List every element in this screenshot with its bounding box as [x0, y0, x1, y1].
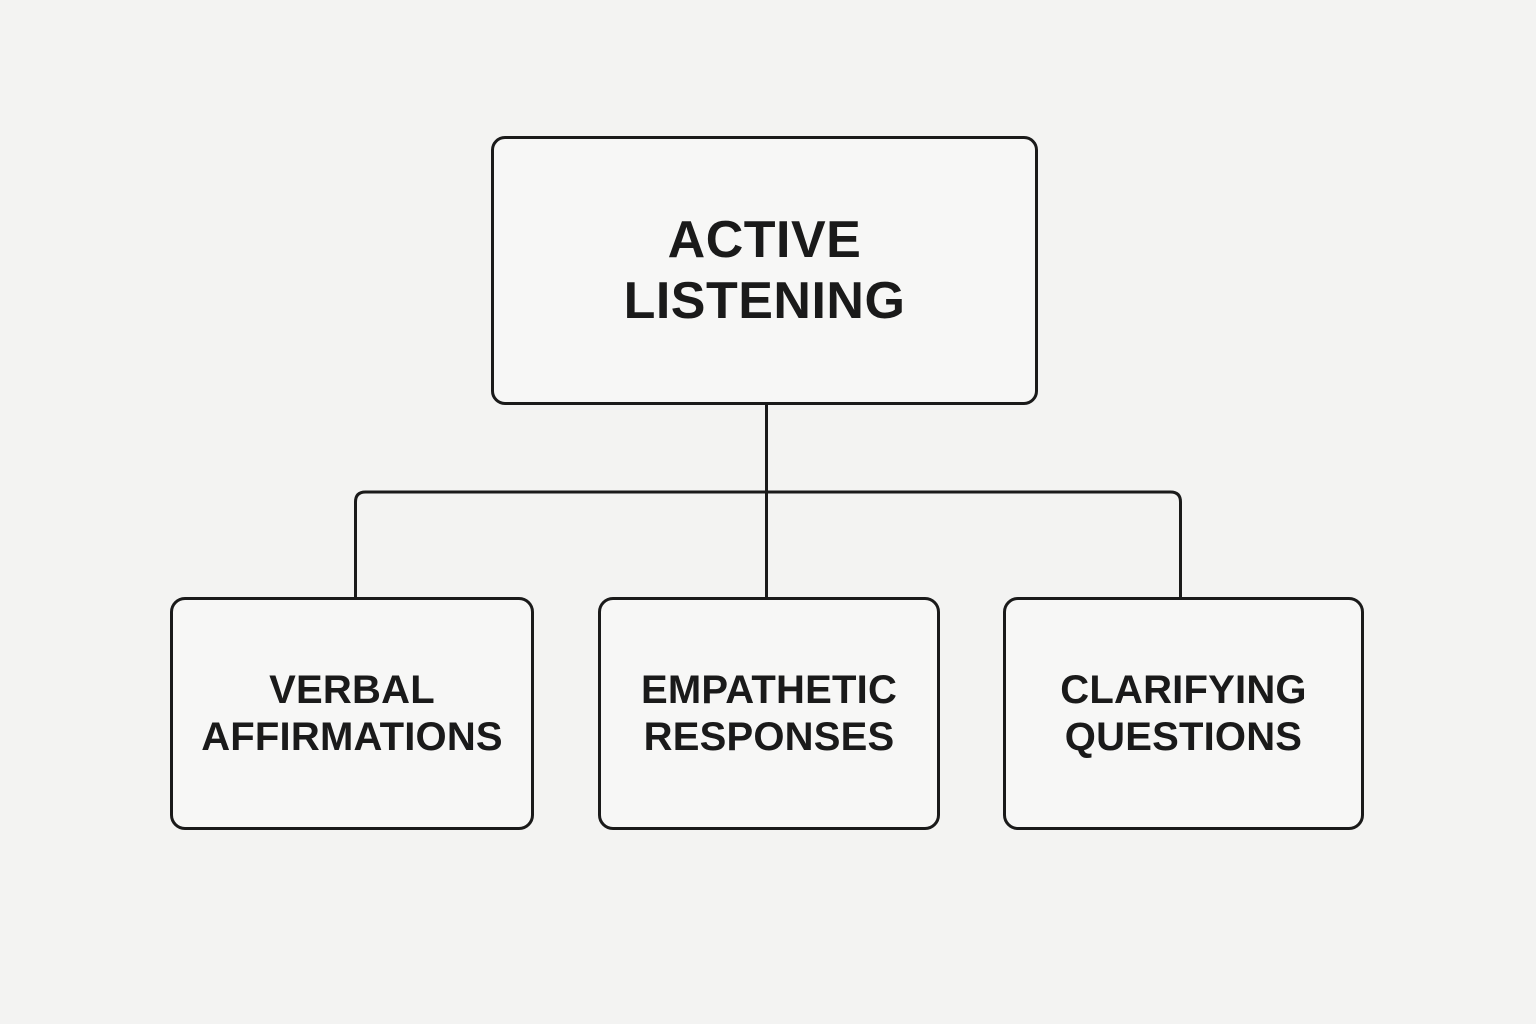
node-label-empathetic-responses: EMPATHETIC RESPONSES — [640, 668, 898, 759]
connector-root-to-left — [354, 490, 767, 597]
node-label-verbal-affirmations: VERBAL AFFIRMATIONS — [201, 668, 503, 759]
node-verbal-affirmations[interactable]: VERBAL AFFIRMATIONS — [170, 597, 534, 830]
node-active-listening[interactable]: ACTIVE LISTENING — [491, 136, 1038, 405]
connector-root-to-right — [766, 490, 1182, 597]
node-empathetic-responses[interactable]: EMPATHETIC RESPONSES — [598, 597, 940, 830]
node-label-clarifying-questions: CLARIFYING QUESTIONS — [1060, 668, 1307, 759]
node-clarifying-questions[interactable]: CLARIFYING QUESTIONS — [1003, 597, 1364, 830]
node-label-active-listening: ACTIVE LISTENING — [623, 211, 906, 330]
